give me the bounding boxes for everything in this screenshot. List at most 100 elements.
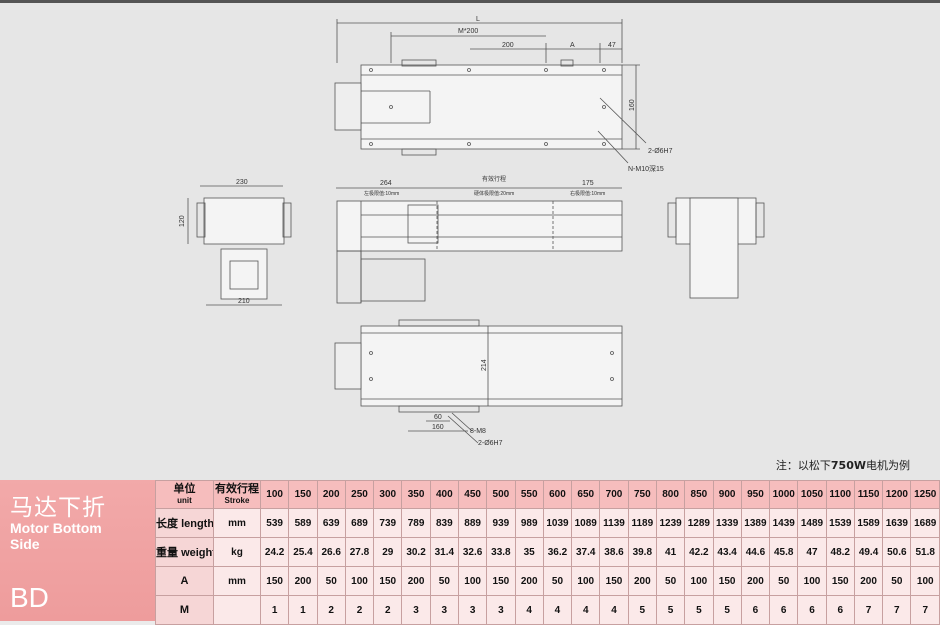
row-label-cn: 重量 <box>156 547 179 559</box>
dim-L: L <box>476 16 480 23</box>
table-cell: 100 <box>910 566 940 596</box>
drawing-svg: L M*200 200 A 47 160 2-Ø6H7 <box>179 16 765 447</box>
table-cell: 1489 <box>797 508 827 538</box>
table-cell: 1589 <box>853 508 884 538</box>
technical-drawing: L M*200 200 A 47 160 2-Ø6H7 <box>0 3 940 480</box>
note-prefix: 注：以松下 <box>775 459 831 472</box>
table-cell: 1 <box>288 595 318 625</box>
table-cell: 5 <box>712 595 742 625</box>
table-cell: 42.2 <box>684 537 714 567</box>
table-cell: 200 <box>288 566 318 596</box>
table-cell: 32.6 <box>457 537 488 567</box>
table-cell: 150 <box>825 566 855 596</box>
table-cell: 100 <box>797 566 827 596</box>
front-view: 264 左极限值:10mm 有效行程 硬体极限值:20mm 175 右极限值:1… <box>336 175 623 304</box>
table-cell: 39.8 <box>627 537 657 567</box>
table-cell: 7 <box>910 595 940 625</box>
pin-label-bottom: 2-Ø6H7 <box>478 440 503 447</box>
row-unit: mm <box>213 508 261 538</box>
right-limit-note: 右极限值:10mm <box>570 190 605 197</box>
right-view <box>667 197 765 299</box>
table-cell: 25.4 <box>288 537 318 567</box>
table-cell: 1339 <box>712 508 742 538</box>
note-motor-power: 750W <box>830 459 866 472</box>
table-cell: 100 <box>457 566 488 596</box>
table-cell: 26.6 <box>316 537 346 567</box>
row-label-en: A <box>180 575 189 587</box>
table-cell: 4 <box>514 595 544 625</box>
table-cell: 3 <box>401 595 431 625</box>
stroke-label: 有效行程 <box>482 175 506 183</box>
table-cell: 100 <box>344 566 375 596</box>
table-cell: 889 <box>457 508 488 538</box>
dim-160-top: 160 <box>629 99 636 111</box>
dim-A: A <box>570 42 575 49</box>
stroke-header: 1050 <box>797 480 827 509</box>
stroke-header: 550 <box>514 480 544 509</box>
header-unit-cn: 单位 <box>173 482 196 495</box>
table-cell: 200 <box>627 566 657 596</box>
stroke-header: 750 <box>627 480 657 509</box>
stroke-header: 1000 <box>769 480 799 509</box>
table-cell: 100 <box>684 566 714 596</box>
table-cell: 989 <box>514 508 544 538</box>
table-cell: 6 <box>825 595 855 625</box>
table-cell: 150 <box>712 566 742 596</box>
table-cell: 44.6 <box>740 537 771 567</box>
stroke-header: 650 <box>571 480 601 509</box>
stroke-header: 400 <box>429 480 459 509</box>
table-cell: 49.4 <box>853 537 884 567</box>
model-title-en: Motor Bottom Side <box>10 520 102 552</box>
table-cell: 29 <box>373 537 403 567</box>
stroke-header: 700 <box>599 480 629 509</box>
table-cell: 35 <box>514 537 544 567</box>
model-title-cn: 马达下折 <box>10 495 106 521</box>
table-cell: 41 <box>655 537 686 567</box>
row-label-cn: 长度 <box>156 518 179 530</box>
dim-264: 264 <box>380 180 392 187</box>
model-title-en-line1: Motor Bottom <box>10 520 102 536</box>
table-cell: 6 <box>769 595 799 625</box>
dim-60: 60 <box>434 414 442 421</box>
table-cell: 47 <box>797 537 827 567</box>
table-cell: 50.6 <box>882 537 912 567</box>
thread-label: N-M10深15 <box>628 164 664 173</box>
dim-200: 200 <box>502 42 514 49</box>
table-cell: 50 <box>542 566 573 596</box>
row-label: M <box>155 595 214 625</box>
table-cell: 27.8 <box>344 537 375 567</box>
table-cell: 839 <box>429 508 459 538</box>
table-cell: 51.8 <box>910 537 940 567</box>
table-cell: 50 <box>882 566 912 596</box>
table-cell: 1039 <box>542 508 573 538</box>
table-cell: 200 <box>853 566 884 596</box>
row-label-en: length <box>181 518 214 530</box>
dim-210: 210 <box>238 298 250 305</box>
dim-175: 175 <box>582 180 594 187</box>
table-cell: 150 <box>486 566 516 596</box>
stroke-header: 500 <box>486 480 516 509</box>
header-stroke-en: Stroke <box>224 495 250 505</box>
stroke-header: 1200 <box>882 480 912 509</box>
table-cell: 50 <box>655 566 686 596</box>
stroke-header: 900 <box>712 480 742 509</box>
header-unit-en: unit <box>177 495 192 505</box>
table-cell: 1089 <box>571 508 601 538</box>
stroke-header: 1150 <box>853 480 884 509</box>
table-cell: 1389 <box>740 508 771 538</box>
stroke-header: 150 <box>288 480 318 509</box>
stroke-header: 950 <box>740 480 771 509</box>
row-unit <box>213 595 261 625</box>
table-cell: 2 <box>316 595 346 625</box>
table-cell: 689 <box>344 508 375 538</box>
left-view: 230 120 210 <box>179 179 292 306</box>
stroke-header: 450 <box>457 480 488 509</box>
model-title-en-line2: Side <box>10 536 40 552</box>
table-cell: 1289 <box>684 508 714 538</box>
table-cell: 30.2 <box>401 537 431 567</box>
table-cell: 31.4 <box>429 537 459 567</box>
table-cell: 4 <box>599 595 629 625</box>
table-cell: 1239 <box>655 508 686 538</box>
